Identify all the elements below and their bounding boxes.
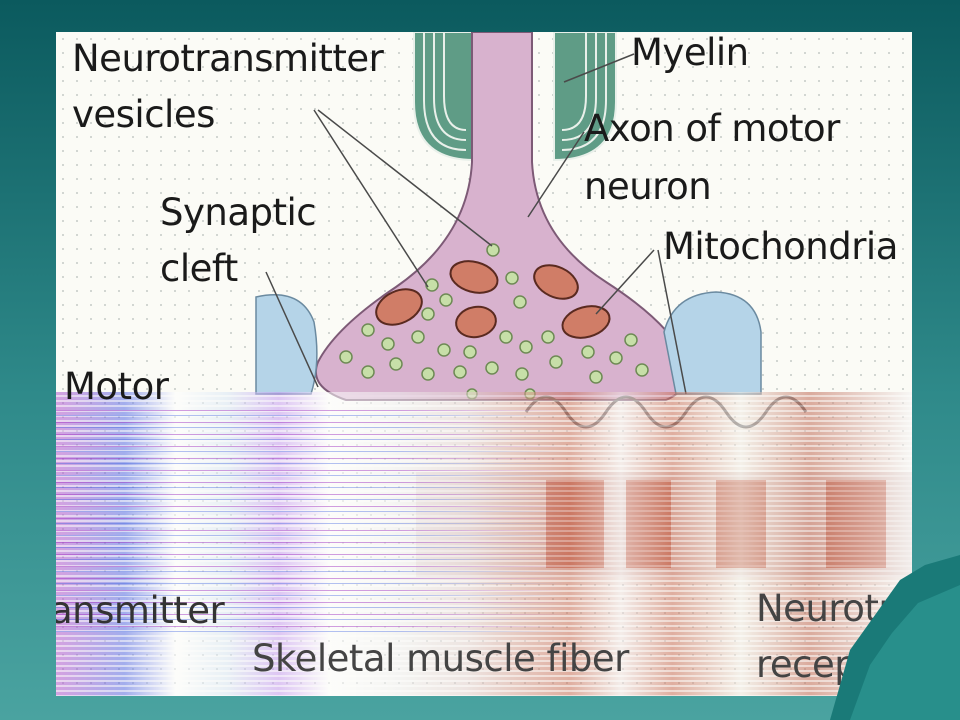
label-cleft: cleft: [160, 247, 238, 290]
label-synaptic: Synaptic: [160, 191, 317, 234]
vesicle: [581, 345, 595, 359]
mitochondrion: [561, 305, 611, 339]
vesicle: [439, 293, 453, 307]
vesicle: [485, 361, 499, 375]
vesicle: [589, 370, 603, 384]
decorative-mountain-graphic: [830, 555, 960, 720]
label-vesicles: vesicles: [72, 93, 215, 136]
vesicle: [437, 343, 451, 357]
vesicle: [361, 365, 375, 379]
vesicle: [541, 330, 555, 344]
mitochondrion: [533, 264, 579, 300]
vesicle: [425, 278, 439, 292]
myelin-sheath: [413, 32, 617, 162]
mitochondria-group: [375, 260, 611, 339]
vesicle: [421, 367, 435, 381]
vesicle: [339, 350, 353, 364]
schwann-cell-left: [255, 294, 318, 395]
vesicle: [624, 333, 638, 347]
mitochondrion: [449, 260, 499, 294]
vesicle: [463, 345, 477, 359]
mitochondrion: [455, 305, 497, 339]
label-motor: Motor: [64, 365, 169, 408]
vesicle: [635, 363, 649, 377]
vesicle: [411, 330, 425, 344]
label-myelin: Myelin: [631, 32, 749, 74]
diagram-panel: Neurotransmitter vesicles Myelin Axon of…: [56, 32, 912, 696]
label-transmitter-partial: ansmitter: [56, 589, 225, 632]
vesicle: [609, 351, 623, 365]
label-axon-of-motor: Axon of motor: [584, 107, 840, 150]
vesicle: [505, 271, 519, 285]
label-neuron: neuron: [584, 165, 712, 208]
label-neurotransmitter: Neurotransmitter: [72, 37, 384, 80]
vesicle: [513, 295, 527, 309]
leader-lines: [265, 53, 687, 395]
distorted-region: [56, 392, 912, 696]
distorted-scanlines: [56, 404, 912, 634]
vesicle: [515, 367, 529, 381]
schwann-cell-right: [663, 291, 762, 395]
vesicle: [499, 330, 513, 344]
vesicle: [549, 355, 563, 369]
vesicle: [389, 357, 403, 371]
vesicle: [381, 337, 395, 351]
label-mitochondria: Mitochondria: [663, 225, 898, 268]
vesicle: [486, 243, 500, 257]
vesicle: [361, 323, 375, 337]
vesicle: [519, 340, 533, 354]
mitochondrion: [375, 288, 423, 326]
vesicle: [421, 307, 435, 321]
vesicle: [453, 365, 467, 379]
label-skeletal-muscle-fiber: Skeletal muscle fiber: [252, 637, 629, 680]
